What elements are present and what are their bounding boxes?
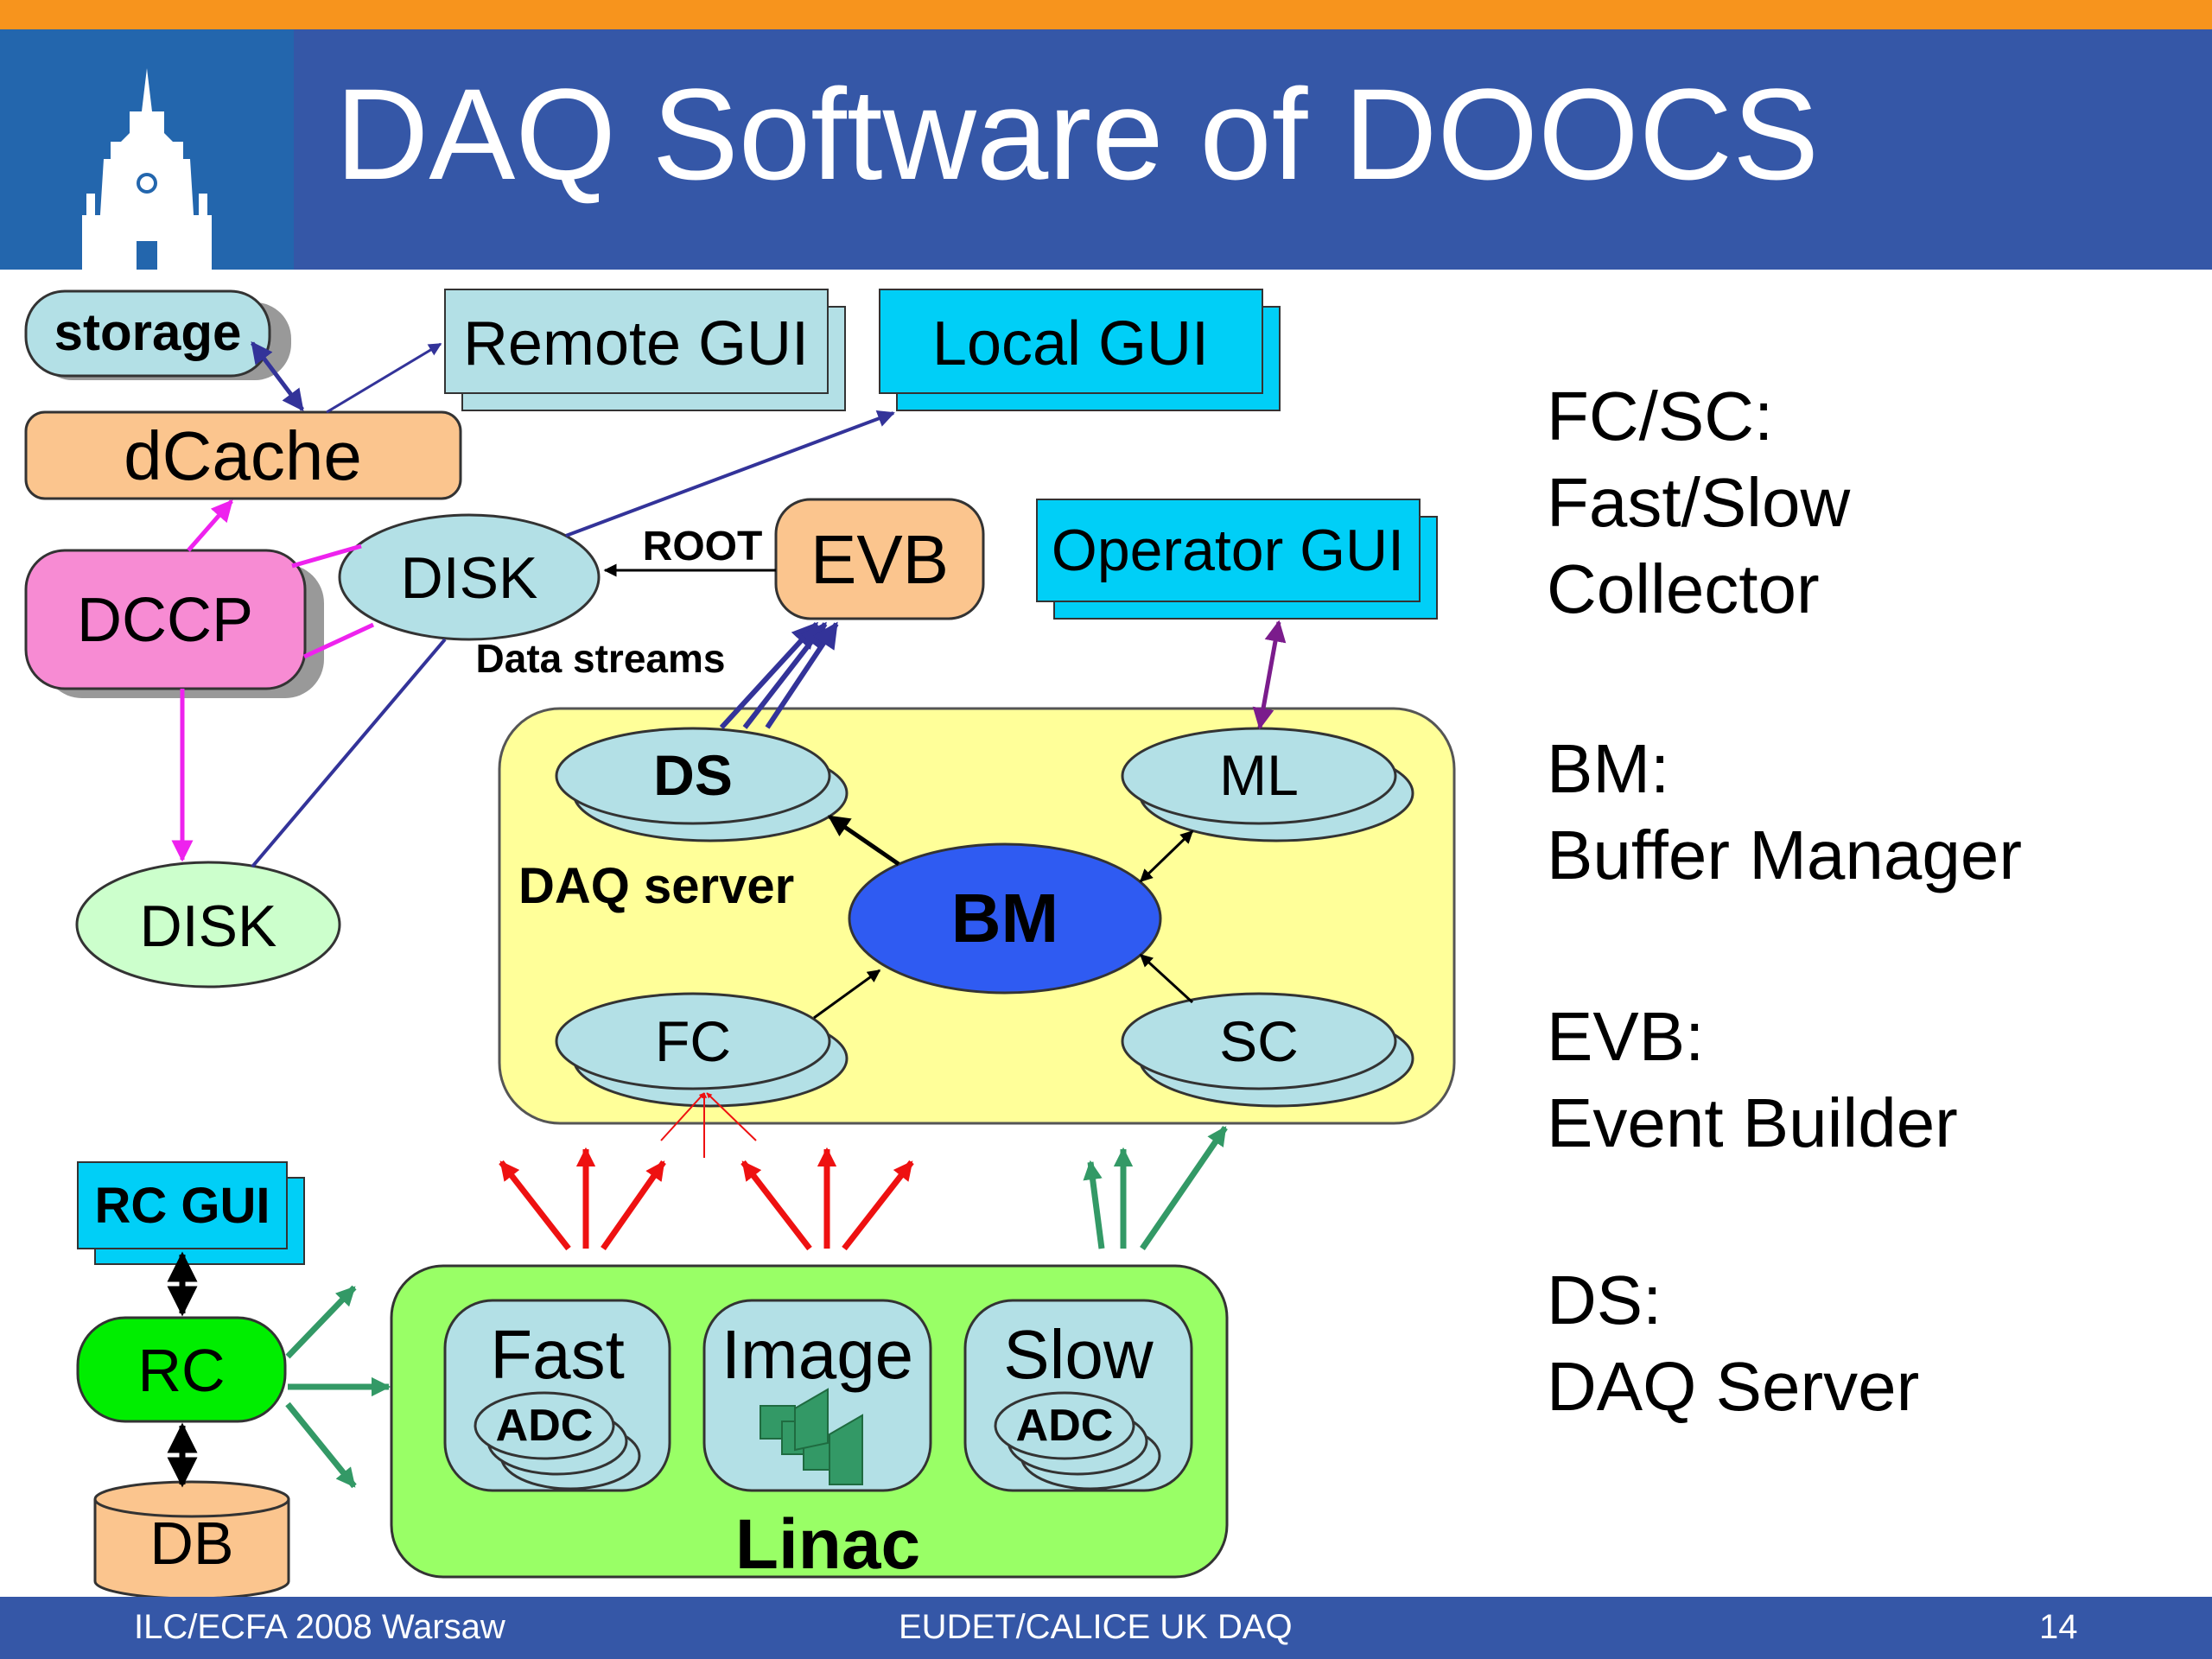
dccp-node (24, 549, 307, 690)
image-red-arrows (741, 1147, 914, 1251)
rc-node (76, 1316, 287, 1423)
local-gui-label: Local GUI (932, 309, 1209, 378)
data-streams-label: Data streams (476, 636, 726, 681)
storage-label: storage (54, 303, 242, 361)
fast-label: Fast (490, 1316, 625, 1393)
dccp-disk-link-1 (291, 543, 362, 569)
footer-talk-title: EUDET/CALICE UK DAQ (899, 1608, 1293, 1646)
legend-fcsc-line3: Collector (1547, 550, 1820, 627)
top-accent-stripe (0, 0, 2212, 29)
fc-to-bm-arrow (813, 969, 881, 1020)
footer-event: ILC/ECFA 2008 Warsaw (134, 1608, 505, 1646)
rc-label: RC (137, 1337, 225, 1404)
evb-node (774, 498, 985, 620)
sc-node (1121, 992, 1397, 1090)
slow-label: Slow (1003, 1316, 1154, 1393)
legend-bm: BM: Buffer Manager (1547, 726, 2022, 899)
bm-node (848, 842, 1162, 995)
db-label: DB (149, 1510, 233, 1577)
legend-fcsc-term: FC/SC: (1547, 378, 1774, 454)
ml-label: ML (1219, 743, 1299, 807)
root-label: ROOT (643, 524, 763, 569)
bm-label: BM (951, 880, 1058, 957)
fc-node (555, 992, 831, 1090)
data-stream-arrow-3 (765, 621, 839, 729)
sc-to-bm-arrow (1139, 953, 1194, 1004)
storage-node (24, 289, 271, 378)
legend-evb-term: EVB: (1547, 998, 1705, 1075)
linac-label: Linac (735, 1505, 920, 1584)
disk-bottom-label: DISK (140, 893, 277, 959)
slow-adc-green-arrows (1083, 1126, 1228, 1250)
logo-area (0, 29, 294, 270)
local-gui-window (879, 289, 1263, 394)
legend-evb: EVB: Event Builder (1547, 994, 1958, 1166)
tower-logo-icon (82, 68, 212, 270)
ds-label: DS (653, 743, 733, 807)
page-number: 14 (2039, 1608, 2078, 1646)
evb-label: EVB (810, 521, 949, 598)
remote-gui-label: Remote GUI (463, 309, 809, 378)
rc-to-linac-arrows (285, 1285, 391, 1489)
legend-fcsc: FC/SC: Fast/Slow Collector (1547, 373, 1850, 632)
fc-label: FC (655, 1009, 731, 1073)
rc-gui-label: RC GUI (95, 1178, 270, 1234)
dcache-label: dCache (124, 417, 362, 494)
slow-adc-disk-1 (994, 1391, 1135, 1460)
image-frames-icon (760, 1388, 863, 1485)
legend-fcsc-line2: Fast/Slow (1547, 464, 1851, 541)
operator-gui-ml-arrow (1252, 620, 1287, 730)
fc-input-fan (660, 1092, 757, 1158)
fast-adc-label: ADC (496, 1401, 594, 1451)
disk-top-label: DISK (401, 545, 538, 611)
disk-top-node (338, 513, 601, 641)
bm-ml-arrow (1139, 830, 1194, 883)
legend-ds: DS: DAQ Server (1547, 1257, 1919, 1430)
disk-top-to-disk-bottom-link (251, 638, 447, 868)
remote-gui-window (444, 289, 829, 394)
daq-server-label: DAQ server (518, 858, 794, 914)
legend-ds-term: DS: (1547, 1262, 1662, 1338)
slow-adc-label: ADC (1016, 1401, 1114, 1451)
dccp-label: DCCP (77, 586, 253, 655)
footer-bar (0, 1597, 2212, 1659)
dccp-disk-link-2 (302, 622, 375, 659)
dccp-to-dcache-arrow (187, 499, 233, 552)
image-label: Image (721, 1316, 913, 1393)
dcache-node (24, 410, 462, 500)
disk-bottom-node (75, 861, 341, 988)
operator-gui-label: Operator GUI (1052, 518, 1404, 583)
legend-ds-line2: DAQ Server (1547, 1348, 1920, 1425)
legend-bm-line2: Buffer Manager (1547, 817, 2022, 893)
fast-adc-disk-1 (474, 1391, 615, 1460)
legend-bm-term: BM: (1547, 730, 1670, 807)
storage-dcache-arrow (251, 341, 304, 411)
bm-to-ds-arrow (827, 814, 900, 867)
sc-label: SC (1219, 1009, 1299, 1073)
legend-evb-line2: Event Builder (1547, 1084, 1958, 1161)
slide-title: DAQ Software of DOOCS (335, 61, 1820, 207)
fast-adc-red-arrows (499, 1147, 666, 1251)
title-bar (0, 29, 2212, 270)
rc-gui-window (77, 1161, 288, 1249)
dcache-to-remote-gui-arrow (326, 342, 442, 414)
operator-gui-window (1036, 499, 1421, 602)
ds-node (555, 727, 831, 825)
data-stream-arrow-2 (742, 621, 828, 729)
disk-to-local-gui-arrow (565, 410, 895, 537)
